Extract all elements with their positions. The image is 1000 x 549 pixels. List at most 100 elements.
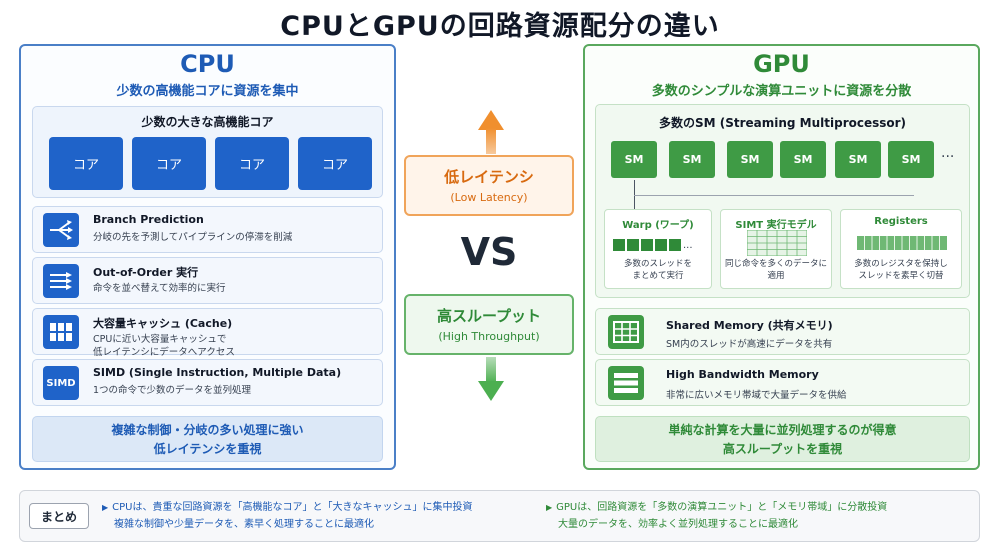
sm-title: 多数のSM (Streaming Multiprocessor) (658, 116, 907, 130)
simt-desc-line: 同じ命令を多くのデータに (724, 259, 827, 269)
summary-gpu-line: GPUは、回路資源を「多数の演算ユニット」と「メモリ帯域」に分散投資 (556, 502, 888, 513)
cpu-subtitle: 少数の高機能コアに資源を集中 (116, 84, 299, 99)
sm-unit: SM (727, 141, 773, 178)
thread-block (655, 239, 667, 251)
page-title: CPUとGPUの回路資源配分の違い (280, 11, 720, 42)
summary-bar: まとめ ▶CPUは、貴重な回路資源を「高機能なコア」と「大きなキャッシュ」に集中… (19, 490, 980, 542)
thread-block (627, 239, 639, 251)
high-throughput-box: 高スループット (High Throughput) (404, 294, 574, 355)
simt-title: SIMT 実行モデル (735, 220, 817, 231)
shared-memory-icon (608, 315, 644, 349)
arrow-down-icon (478, 381, 504, 401)
gpu-footer: 単純な計算を大量に並列処理するのが得意 高スループットを重視 (595, 416, 970, 462)
gpu-feature-high-bandwidth-memory: High Bandwidth Memory 非常に広いメモリ帯域で大量データを供… (595, 359, 970, 406)
reorder-icon (43, 264, 79, 298)
gpu-panel: GPU 多数のシンプルな演算ユニットに資源を分散 多数のSM (Streamin… (583, 44, 980, 470)
cache-grid-icon (43, 315, 79, 349)
registers-desc: 多数のレジスタを保持しスレッドを素早く切替 (841, 258, 961, 282)
summary-gpu: ▶GPUは、回路資源を「多数の演算ユニット」と「メモリ帯域」に分散投資 大量のデ… (546, 499, 887, 533)
gpu-heading: GPU (753, 50, 810, 78)
cpu-core: コア (132, 137, 206, 190)
feature-desc-line: 低レイテンシにデータへアクセス (93, 347, 235, 358)
gpu-feature-shared-memory: Shared Memory (共有メモリ) SM内のスレッドが高速にデータを共有 (595, 308, 970, 355)
feature-desc: 非常に広いメモリ帯域で大量データを供給 (666, 390, 847, 401)
feature-desc: CPUに近い大容量キャッシュで低レイテンシにデータへアクセス (93, 333, 235, 359)
low-latency-title: 低レイテンシ (444, 168, 534, 186)
cpu-feature-branch-prediction: Branch Prediction 分岐の先を予測してパイプラインの停滞を削減 (32, 206, 383, 253)
feature-desc: SM内のスレッドが高速にデータを共有 (666, 339, 833, 350)
vs-label: VS (460, 230, 518, 274)
registers-box: Registers 多数のレジスタを保持しスレッドを素早く切替 (840, 209, 962, 289)
sm-unit: SM (835, 141, 881, 178)
summary-cpu: ▶CPUは、貴重な回路資源を「高機能なコア」と「大きなキャッシュ」に集中投資 複… (102, 499, 473, 533)
thread-block (613, 239, 625, 251)
sm-unit: SM (780, 141, 826, 178)
simt-desc-line: 適用 (767, 271, 785, 281)
warp-threads: ··· (613, 236, 693, 255)
memory-bandwidth-icon (608, 366, 644, 400)
thread-block (669, 239, 681, 251)
gpu-footer-line: 単純な計算を大量に並列処理するのが得意 (668, 423, 897, 437)
low-latency-box: 低レイテンシ (Low Latency) (404, 155, 574, 216)
feature-title: Out-of-Order 実行 (93, 266, 199, 279)
sm-unit: SM (669, 141, 715, 178)
summary-cpu-line: 複雑な制御や少量データを、素早く処理することに最適化 (114, 519, 374, 530)
gpu-subtitle: 多数のシンプルな演算ユニットに資源を分散 (651, 84, 912, 99)
sm-unit: SM (611, 141, 657, 178)
cpu-heading: CPU (180, 50, 235, 78)
high-throughput-title: 高スループット (436, 307, 542, 325)
summary-label: まとめ (29, 503, 89, 529)
gpu-footer-line: 高スループットを重視 (722, 442, 843, 456)
arrow-up-icon (478, 110, 504, 130)
triangle-bullet-icon: ▶ (546, 503, 553, 512)
sm-box: 多数のSM (Streaming Multiprocessor) SM SM S… (595, 104, 970, 298)
warp-desc: 多数のスレッドをまとめて実行 (605, 258, 711, 282)
thread-block (641, 239, 653, 251)
feature-desc: 命令を並べ替えて効率的に実行 (93, 283, 226, 294)
warp-desc-line: 多数のスレッドを (623, 259, 692, 269)
warp-desc-line: まとめて実行 (632, 271, 684, 281)
feature-desc-line: CPUに近い大容量キャッシュで (93, 334, 227, 345)
registers-desc-line: 多数のレジスタを保持し (854, 259, 948, 269)
arrow-up-shaft (486, 128, 496, 154)
cpu-feature-out-of-order: Out-of-Order 実行 命令を並べ替えて効率的に実行 (32, 257, 383, 304)
cpu-footer: 複雑な制御・分岐の多い処理に強い 低レイテンシを重視 (32, 416, 383, 462)
cpu-feature-simd: SIMD SIMD (Single Instruction, Multiple … (32, 359, 383, 406)
feature-desc: 分岐の先を予測してパイプラインの停滞を削減 (93, 232, 293, 243)
cpu-core: コア (215, 137, 289, 190)
simt-desc: 同じ命令を多くのデータに適用 (721, 258, 831, 282)
warp-title: Warp (ワープ) (622, 220, 694, 231)
registers-icon (857, 236, 947, 250)
feature-title: High Bandwidth Memory (666, 368, 819, 381)
cpu-feature-cache: 大容量キャッシュ (Cache) CPUに近い大容量キャッシュで低レイテンシにデ… (32, 308, 383, 358)
warp-dots: ··· (683, 243, 693, 254)
cpu-core: コア (298, 137, 372, 190)
feature-title: Shared Memory (共有メモリ) (666, 319, 833, 332)
sm-more-dots: ··· (941, 149, 955, 165)
cpu-cores-box: 少数の大きな高機能コア コア コア コア コア (32, 106, 383, 198)
simt-box: SIMT 実行モデル 同じ命令を多くのデータに適用 (720, 209, 832, 289)
warp-box: Warp (ワープ) ··· 多数のスレッドをまとめて実行 (604, 209, 712, 289)
simd-icon: SIMD (43, 366, 79, 400)
cpu-footer-line: 低レイテンシを重視 (153, 442, 262, 456)
triangle-bullet-icon: ▶ (102, 503, 109, 512)
cpu-footer-line: 複雑な制御・分岐の多い処理に強い (111, 423, 304, 437)
simt-grid-icon (747, 230, 807, 256)
cpu-panel: CPU 少数の高機能コアに資源を集中 少数の大きな高機能コア コア コア コア … (19, 44, 396, 470)
feature-title: Branch Prediction (93, 213, 204, 226)
registers-desc-line: スレッドを素早く切替 (858, 271, 944, 281)
connector-line (634, 195, 914, 196)
summary-cpu-line: CPUは、貴重な回路資源を「高機能なコア」と「大きなキャッシュ」に集中投資 (112, 502, 473, 513)
feature-desc: 1つの命令で少数のデータを並列処理 (93, 385, 252, 396)
feature-title: 大容量キャッシュ (Cache) (93, 317, 233, 330)
feature-title: SIMD (Single Instruction, Multiple Data) (93, 366, 342, 379)
summary-gpu-line: 大量のデータを、効率よく並列処理することに最適化 (558, 519, 798, 530)
cpu-cores-title: 少数の大きな高機能コア (141, 115, 274, 129)
sm-unit: SM (888, 141, 934, 178)
cpu-core: コア (49, 137, 123, 190)
registers-title: Registers (874, 216, 928, 227)
branch-icon (43, 213, 79, 247)
arrow-down-shaft (486, 357, 496, 383)
high-throughput-subtitle: (High Throughput) (438, 330, 540, 343)
low-latency-subtitle: (Low Latency) (450, 191, 528, 204)
